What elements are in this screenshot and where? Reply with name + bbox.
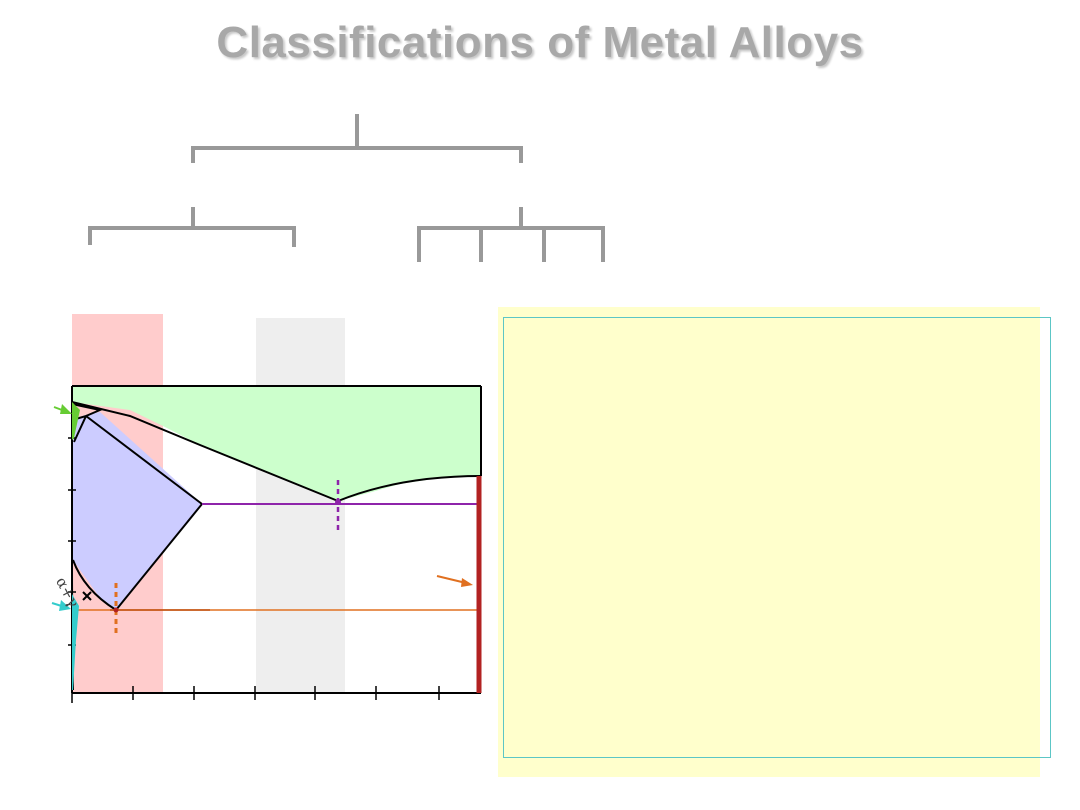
delta-region	[72, 402, 80, 440]
cast-iron-band	[256, 318, 345, 693]
cross-marker	[82, 591, 92, 601]
x-axis-ticks	[71, 686, 440, 703]
page-title: Classifications of Metal Alloys	[216, 18, 864, 67]
liquid-region	[72, 386, 481, 501]
austenite-region	[72, 412, 202, 610]
acm-line	[85, 415, 203, 505]
ferrite-region	[72, 594, 79, 690]
eutectic-point	[335, 499, 341, 505]
green-arrow-icon	[53, 404, 72, 414]
liquidus-line	[71, 401, 339, 502]
classification-tree	[88, 114, 605, 262]
cyan-arrow-icon	[51, 600, 71, 611]
austenite-lower	[115, 503, 203, 611]
note-panel	[498, 307, 1040, 777]
note-panel-frame	[503, 317, 1051, 758]
a3-line	[72, 559, 117, 611]
liquidus-right	[337, 475, 482, 502]
eutectoid-point	[113, 607, 119, 613]
solidus-line	[71, 403, 104, 417]
orange-arrow-icon	[436, 575, 473, 587]
